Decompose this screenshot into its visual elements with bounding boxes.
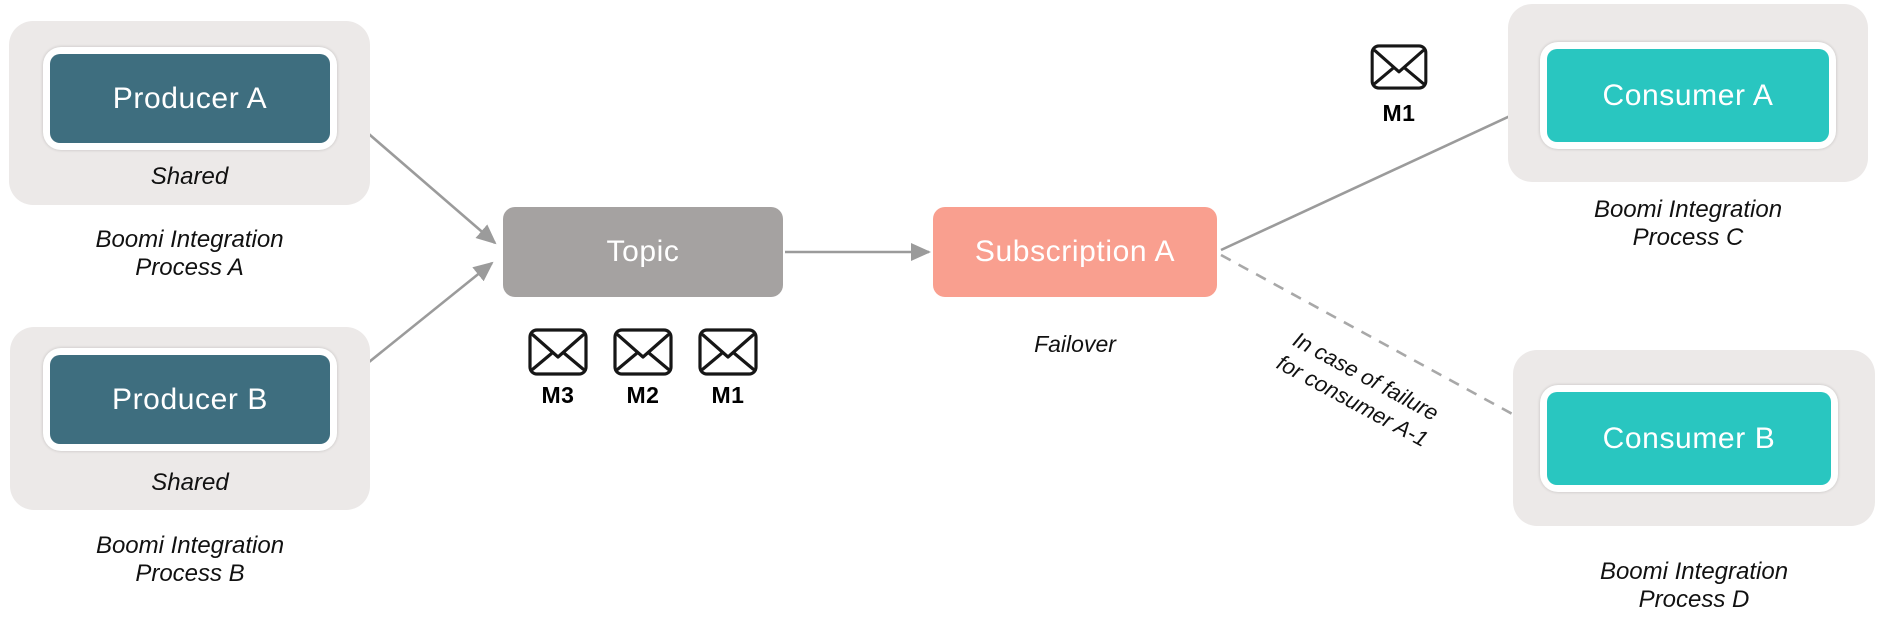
subscription-a-failover-label: Failover — [1034, 331, 1116, 357]
producer-b-group-card: Producer B Shared — [10, 327, 370, 510]
consumer-b-label: Consumer B — [1602, 421, 1776, 455]
subscription-a-node: Subscription A — [933, 207, 1217, 297]
consumer-a-group-card: Consumer A — [1508, 4, 1868, 182]
topic-node: Topic — [503, 207, 783, 297]
producer-a-group-card: Producer A Shared — [9, 21, 370, 205]
producer-a-caption: Boomi Integration Process A — [9, 226, 370, 283]
subscription-a-label: Subscription A — [974, 235, 1176, 268]
producer-b-shared-label: Shared — [151, 469, 229, 496]
consumer-a-label: Consumer A — [1602, 78, 1774, 112]
producer-b-caption-line1: Boomi Integration — [95, 532, 285, 559]
producer-b-label: Producer B — [111, 382, 269, 416]
delivered-message-m1-label: M1 — [1382, 100, 1416, 126]
producer-b-caption: Boomi Integration Process B — [10, 532, 370, 589]
producer-a-caption-line2: Process A — [135, 254, 244, 282]
producer-a-caption-line1: Boomi Integration — [95, 226, 284, 253]
producer-a-shared-label: Shared — [150, 163, 229, 190]
consumer-b-caption-line1: Boomi Integration — [1599, 558, 1789, 585]
envelope-icon — [528, 328, 588, 376]
consumer-a-caption-line1: Boomi Integration — [1593, 196, 1783, 223]
topic-label: Topic — [606, 235, 680, 268]
producer-b-caption-line2: Process B — [135, 560, 245, 588]
envelope-icon — [698, 328, 758, 376]
envelope-icon — [1370, 44, 1428, 90]
consumer-b-node-frame: Consumer B — [1540, 385, 1838, 492]
producer-a-node: Producer A — [50, 54, 330, 143]
message-m1-queued-label: M1 — [711, 382, 745, 408]
message-m3-label: M3 — [541, 382, 575, 408]
consumer-b-group-card: Consumer B — [1513, 350, 1875, 526]
consumer-a-node: Consumer A — [1547, 49, 1829, 142]
producer-b-node: Producer B — [50, 355, 330, 444]
arrow-subscription-to-consumer-a — [1220, 102, 1538, 252]
producer-b-node-frame: Producer B — [43, 348, 337, 451]
envelope-icon — [613, 328, 673, 376]
consumer-b-caption-line2: Process D — [1638, 586, 1750, 614]
consumer-a-caption-line2: Process C — [1632, 224, 1744, 252]
message-m2-label: M2 — [626, 382, 660, 408]
consumer-b-caption: Boomi Integration Process D — [1513, 558, 1875, 615]
consumer-b-node: Consumer B — [1547, 392, 1831, 485]
consumer-a-caption: Boomi Integration Process C — [1508, 196, 1868, 253]
producer-a-label: Producer A — [112, 81, 268, 115]
producer-a-node-frame: Producer A — [43, 47, 337, 150]
consumer-a-node-frame: Consumer A — [1540, 42, 1836, 149]
arrow-subscription-to-consumer-b-failover — [1220, 253, 1540, 430]
